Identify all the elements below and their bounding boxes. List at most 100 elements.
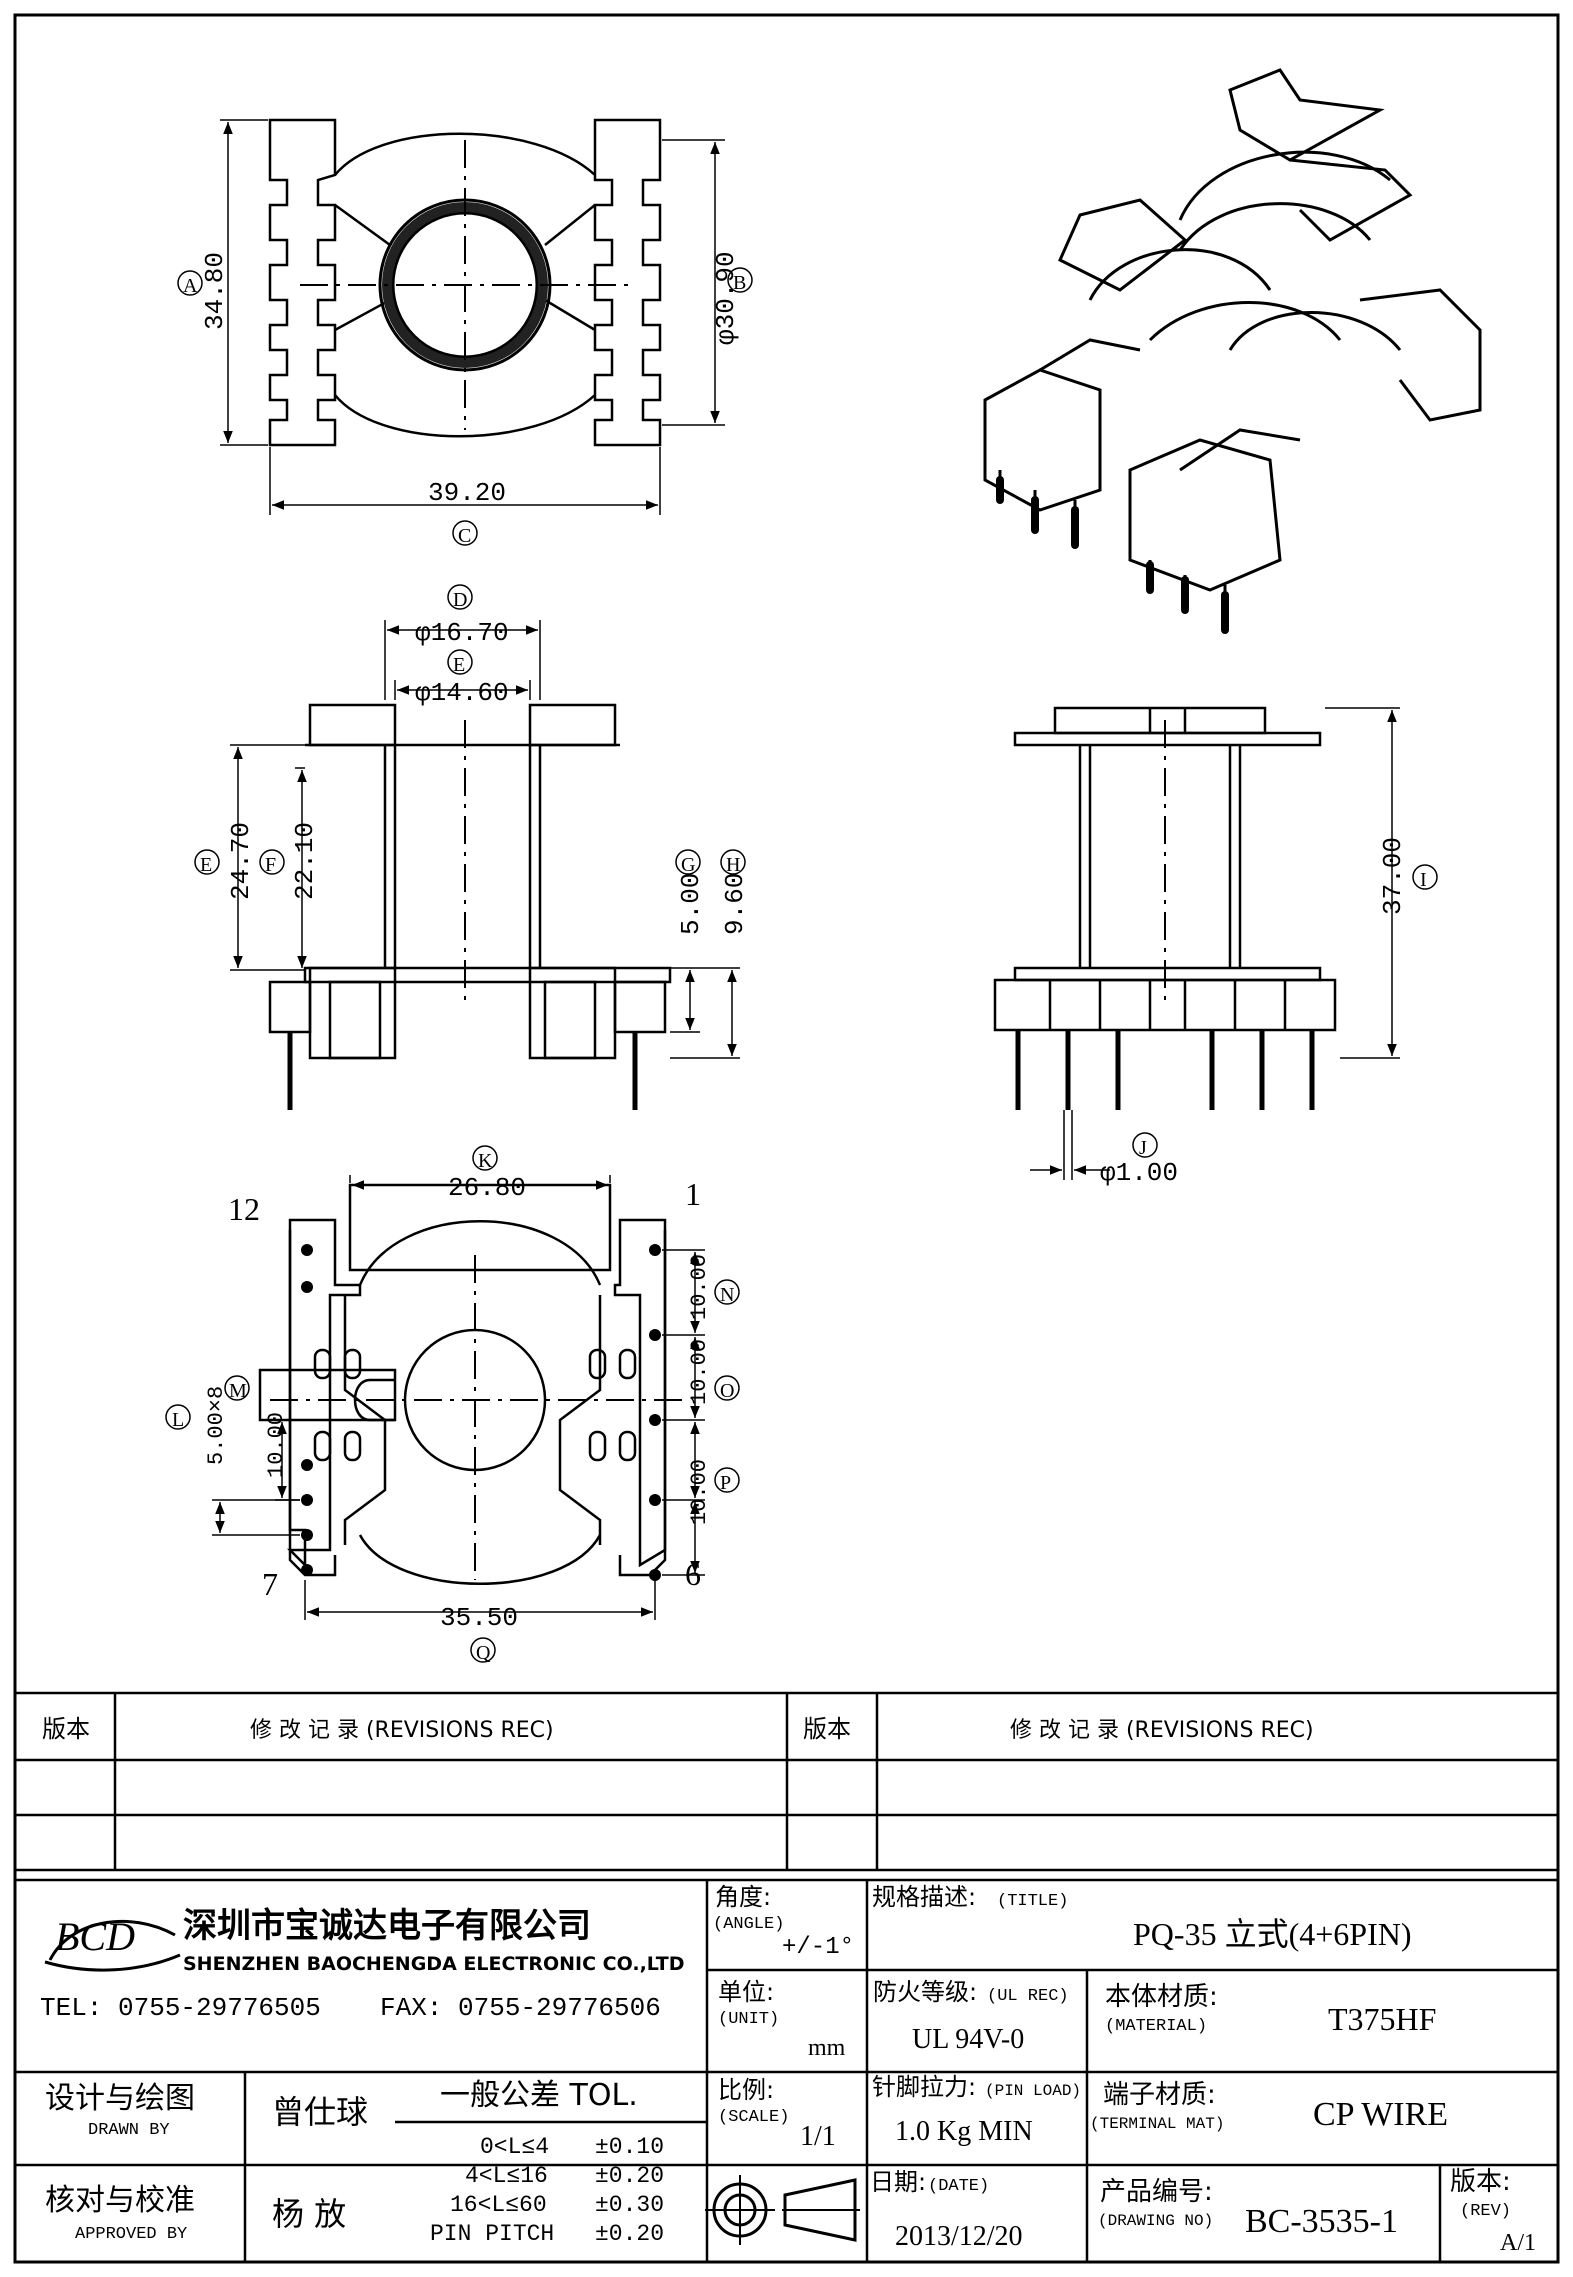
- unit-label: 单位:: [718, 1978, 774, 2006]
- ul-label-en: (UL REC): [987, 1987, 1069, 2006]
- bottom-view: [258, 1183, 667, 1585]
- tol-row-0-value: ±0.10: [595, 2134, 664, 2160]
- title-value: PQ-35 立式(4+6PIN): [1133, 1916, 1412, 1952]
- rev-col-record-right: 修 改 记 录 (REVISIONS REC): [1010, 1718, 1314, 1743]
- rev-label: 版本:: [1450, 2167, 1511, 2197]
- projection-symbol-icon: [705, 2175, 860, 2245]
- dim-A-value: 34.80: [200, 252, 230, 330]
- pin-load-label-en: (PIN LOAD): [985, 2082, 1081, 2100]
- dim-F-value: 22.10: [290, 822, 320, 900]
- callout-P: P: [720, 1472, 731, 1494]
- dim-G-value: 5.00: [676, 873, 706, 935]
- callout-I: I: [1420, 869, 1427, 891]
- tol-row-0-range: 0<L≤4: [480, 2134, 549, 2160]
- callout-E: E: [200, 854, 212, 876]
- title-label-en: (TITLE): [997, 1892, 1068, 1911]
- revisions-table: [15, 1691, 1558, 1872]
- callout-O: O: [720, 1380, 734, 1402]
- pin-load-label: 针脚拉力:: [872, 2073, 976, 2101]
- rev-col-record-left: 修 改 记 录 (REVISIONS REC): [250, 1718, 554, 1743]
- callout-D: D: [453, 589, 467, 611]
- tol-row-1-value: ±0.20: [595, 2163, 664, 2189]
- rev-value: A/1: [1500, 2230, 1536, 2256]
- approved-value: 杨 放: [272, 2195, 346, 2233]
- callout-N: N: [720, 1284, 734, 1306]
- callout-B: B: [733, 272, 746, 294]
- callout-C: C: [458, 525, 471, 547]
- callout-H: H: [726, 854, 740, 876]
- tol-row-1-range: 4<L≤16: [465, 2163, 548, 2189]
- callout-Q: Q: [476, 1642, 491, 1664]
- rev-col-version-left: 版本: [42, 1715, 90, 1743]
- drawing-no-value: BC-3535-1: [1245, 2203, 1398, 2240]
- terminal-value: CP WIRE: [1313, 2096, 1448, 2133]
- angle-value: +/-1°: [782, 1934, 854, 1961]
- top-view-centerlines: [300, 140, 630, 430]
- title-label: 规格描述:: [872, 1883, 976, 1911]
- dim-E-value: 24.70: [226, 822, 256, 900]
- tol-row-2-value: ±0.30: [595, 2192, 664, 2218]
- date-value: 2013/12/20: [895, 2221, 1023, 2252]
- tol-row-3-range: PIN PITCH: [430, 2221, 554, 2247]
- pin-load-value: 1.0 Kg MIN: [895, 2116, 1033, 2147]
- company-name-en: SHENZHEN BAOCHENGDA ELECTRONIC CO.,LTD: [183, 1953, 684, 1975]
- callout-M: M: [229, 1380, 247, 1402]
- pin-label-12: 12: [228, 1191, 260, 1227]
- dim-H-value: 9.60: [720, 873, 750, 935]
- drawn-label-en: DRAWN BY: [88, 2121, 170, 2140]
- dim-P-value: 10.00: [687, 1459, 712, 1525]
- company-tel: TEL: 0755-29776505: [40, 1993, 321, 2023]
- date-label-en: (DATE): [928, 2177, 989, 2196]
- date-label: 日期:: [870, 2168, 926, 2196]
- scale-label: 比例:: [718, 2076, 774, 2104]
- pin-label-7: 7: [262, 1566, 278, 1602]
- drawn-label: 设计与绘图: [45, 2081, 195, 2116]
- tol-label: 一般公差 TOL.: [440, 2078, 638, 2113]
- pin-label-6: 6: [685, 1556, 701, 1592]
- ul-value: UL 94V-0: [912, 2024, 1024, 2055]
- dim-O-value: 10.00: [687, 1339, 712, 1405]
- drawing-no-label-en: (DRAWING NO): [1098, 2212, 1213, 2230]
- scale-label-en: (SCALE): [718, 2108, 789, 2127]
- dim-M-value: 10.00: [264, 1412, 289, 1478]
- title-block-grid: [15, 1878, 1558, 2262]
- dim-B-value: φ30.90: [711, 251, 741, 345]
- pin-label-1: 1: [685, 1176, 701, 1212]
- terminal-label-en: (TERMINAL MAT): [1090, 2115, 1224, 2133]
- callout-J: J: [1139, 1137, 1147, 1159]
- isometric-view: [983, 68, 1482, 630]
- company-logo-text: BCD: [55, 1914, 135, 1959]
- dim-C-value: 39.20: [428, 478, 506, 508]
- dim-E-inner-value: φ14.60: [415, 678, 509, 708]
- dim-J-value: φ1.00: [1100, 1158, 1178, 1188]
- drawn-value: 曾仕球: [272, 2093, 368, 2131]
- company-name-cn: 深圳市宝诚达电子有限公司: [183, 1906, 591, 1946]
- tol-row-3-value: ±0.20: [595, 2221, 664, 2247]
- dim-I-value: 37.00: [1378, 837, 1408, 915]
- callout-A: A: [183, 275, 198, 297]
- angle-label: 角度:: [715, 1883, 771, 1911]
- rev-col-version-right: 版本: [803, 1715, 851, 1743]
- company-logo: BCD: [44, 1914, 181, 1972]
- unit-value: mm: [808, 2035, 846, 2061]
- approved-label: 核对与校准: [45, 2183, 195, 2218]
- approved-label-en: APPROVED BY: [75, 2225, 187, 2244]
- material-label-en: (MATERIAL): [1105, 2017, 1207, 2036]
- scale-value: 1/1: [800, 2121, 836, 2152]
- dim-L-value: 5.00×8: [204, 1386, 229, 1465]
- drawing-no-label: 产品编号:: [1100, 2177, 1213, 2207]
- unit-label-en: (UNIT): [718, 2010, 779, 2029]
- rev-label-en: (REV): [1460, 2202, 1511, 2221]
- front-view: [268, 703, 672, 1060]
- dim-D-value: φ16.70: [415, 618, 509, 648]
- callout-G: G: [681, 854, 695, 876]
- callout-K: K: [478, 1150, 493, 1172]
- angle-label-en: (ANGLE): [713, 1915, 784, 1934]
- dim-Q-value: 35.50: [440, 1603, 518, 1633]
- ul-label: 防火等级:: [873, 1978, 977, 2006]
- tol-row-2-range: 16<L≤60: [450, 2192, 547, 2218]
- callout-F: F: [265, 854, 276, 876]
- sheet-border: [13, 13, 1560, 2264]
- terminal-label: 端子材质:: [1103, 2080, 1216, 2110]
